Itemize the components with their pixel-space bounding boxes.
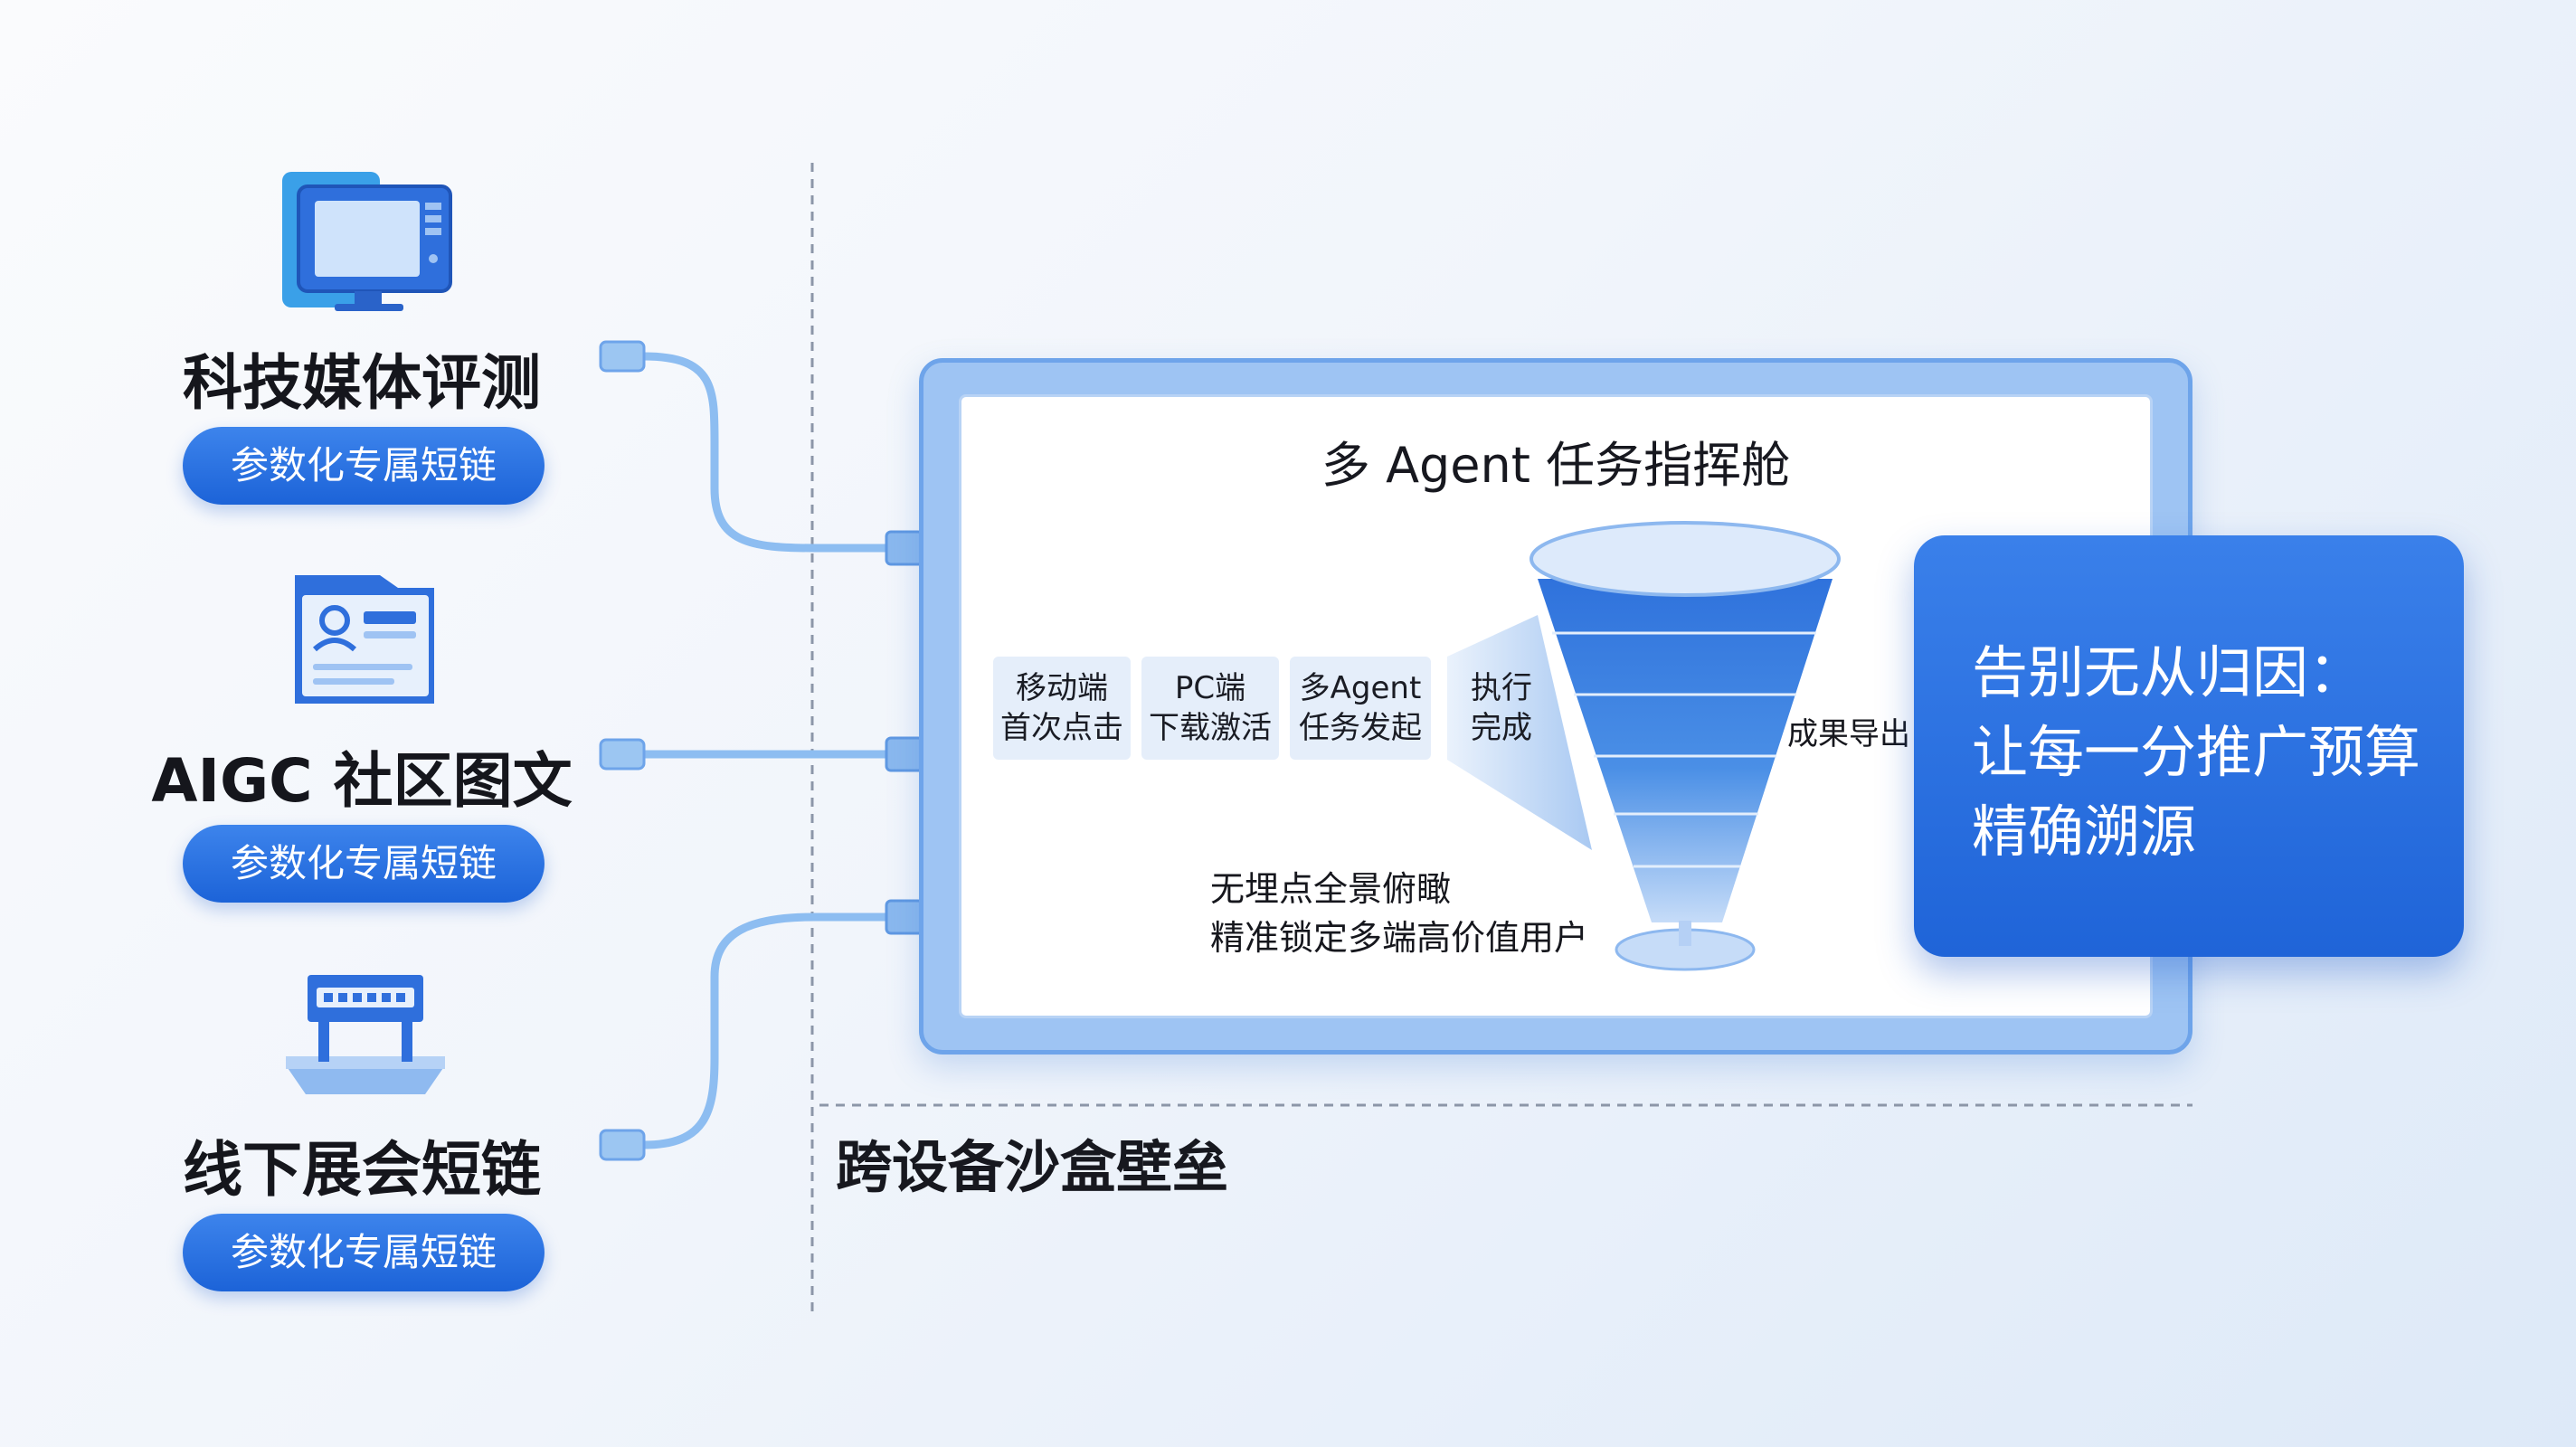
step-mobile-click-line1: 移动端 bbox=[1016, 670, 1108, 706]
step-agent-task-line2: 任务发起 bbox=[1299, 710, 1422, 746]
step-pc-activation: PC端 下载激活 bbox=[1141, 657, 1279, 760]
cable-2-plug bbox=[599, 738, 646, 771]
slogan-card bbox=[1914, 535, 2464, 957]
cable-3-plug bbox=[599, 1129, 646, 1161]
source-badge-tech-media[interactable]: 参数化专属短链 bbox=[183, 427, 545, 505]
step-mobile-click-line2: 首次点击 bbox=[1000, 710, 1123, 746]
cable-1-plug bbox=[599, 340, 646, 373]
cable-1 bbox=[599, 340, 924, 566]
step-agent-task-line1: 多Agent bbox=[1299, 670, 1422, 706]
funnel-rim bbox=[1530, 521, 1841, 597]
sandbox-label: 跨设备沙盒壁垒 bbox=[836, 1134, 1229, 1200]
source-badge-aigc[interactable]: 参数化专属短链 bbox=[183, 825, 545, 903]
funnel-connector bbox=[1447, 615, 1592, 850]
source-title-tech-media: 科技媒体评测 bbox=[183, 348, 541, 418]
funnel-body bbox=[1538, 579, 1833, 922]
step-pc-activation-line1: PC端 bbox=[1174, 670, 1246, 706]
source-title-expo: 线下展会短链 bbox=[183, 1135, 541, 1205]
step-execution-done-line2: 完成 bbox=[1471, 710, 1532, 746]
funnel-caption: 无埋点全景俯瞰 精准锁定多端高价值用户 bbox=[1210, 865, 1588, 962]
slogan-line3: 精确溯源 bbox=[1972, 799, 2197, 865]
booth-icon bbox=[286, 975, 445, 1094]
slogan-line2: 让每一分推广预算 bbox=[1972, 719, 2421, 785]
step-execution-done-line1: 执行 bbox=[1471, 670, 1532, 706]
source-title-aigc: AIGC 社区图文 bbox=[151, 746, 573, 816]
step-pc-activation-line2: 下载激活 bbox=[1149, 710, 1272, 746]
cable-2 bbox=[599, 736, 924, 772]
monitor-icon bbox=[282, 172, 452, 311]
step-mobile-click: 移动端 首次点击 bbox=[993, 657, 1131, 760]
step-execution-done: 执行 完成 bbox=[1444, 657, 1559, 760]
command-center-title: 多 Agent 任务指挥舱 bbox=[1321, 437, 1791, 494]
id-card-icon bbox=[295, 575, 434, 704]
funnel-caption-line1: 无埋点全景俯瞰 bbox=[1210, 869, 1452, 909]
slogan-line1: 告别无从归因： bbox=[1972, 639, 2365, 705]
slogan-text: 告别无从归因： 让每一分推广预算 精确溯源 bbox=[1972, 633, 2420, 872]
source-badge-expo[interactable]: 参数化专属短链 bbox=[183, 1214, 545, 1291]
funnel-output-label: 成果导出 bbox=[1787, 716, 1910, 752]
funnel-caption-line2: 精准锁定多端高价值用户 bbox=[1210, 918, 1589, 958]
step-agent-task: 多Agent 任务发起 bbox=[1290, 657, 1431, 760]
cable-3 bbox=[599, 899, 924, 1161]
